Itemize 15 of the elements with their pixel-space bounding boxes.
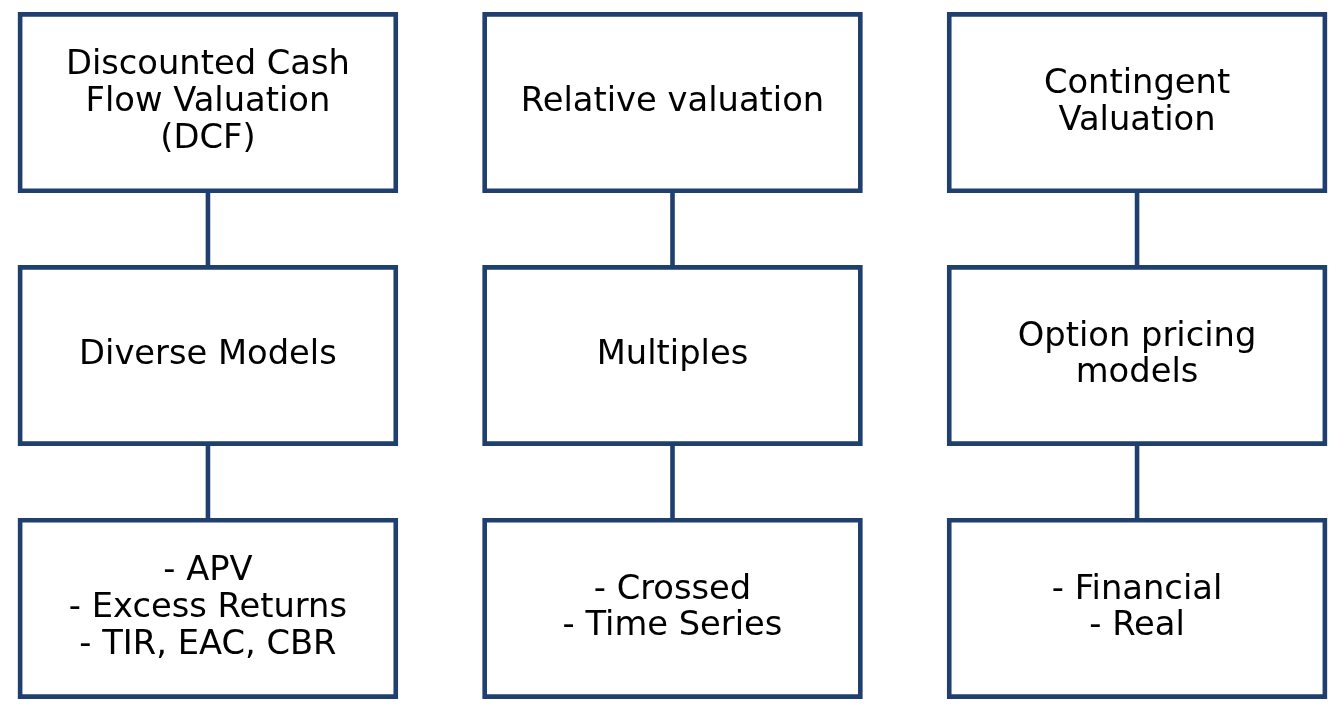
connector <box>1134 191 1139 268</box>
connector <box>1134 444 1139 521</box>
node-box: Multiples <box>481 265 863 446</box>
connector <box>669 191 675 268</box>
connector <box>205 444 210 521</box>
node-box: - Crossed - Time Series <box>481 518 863 699</box>
node-box: Contingent Valuation <box>946 12 1327 193</box>
node-box: Option pricing models <box>946 265 1327 446</box>
node-box: Relative valuation <box>481 12 863 193</box>
node-box: Diverse Models <box>17 265 398 446</box>
connector <box>669 444 675 521</box>
node-box: - Financial - Real <box>946 518 1327 699</box>
node-box: - APV - Excess Returns - TIR, EAC, CBR <box>17 518 398 699</box>
connector <box>205 191 210 268</box>
node-box: Discounted Cash Flow Valuation (DCF) <box>17 12 398 193</box>
